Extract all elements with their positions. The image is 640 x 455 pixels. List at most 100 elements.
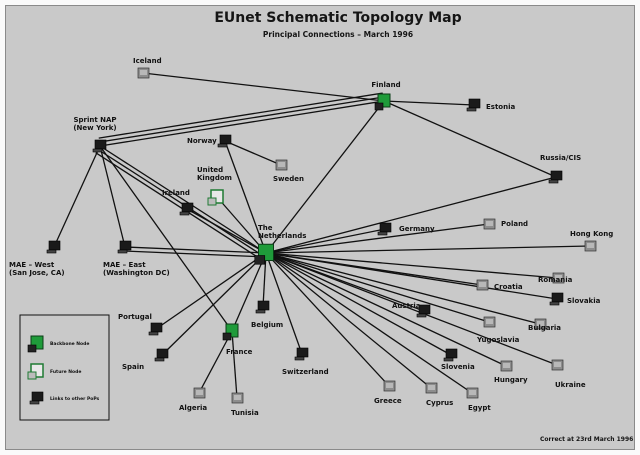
link-line	[99, 145, 267, 254]
node-tunisia[interactable]: Tunisia	[231, 392, 259, 417]
node-label: MAE – East(Washington DC)	[103, 261, 170, 277]
backbone-node-icon	[254, 243, 274, 265]
node-label: MAE – West(San Jose, CA)	[9, 261, 65, 277]
network-node-icon	[500, 360, 513, 372]
network-node-icon	[193, 387, 206, 399]
link-line	[265, 252, 390, 387]
node-hungary[interactable]: Hungary	[494, 360, 528, 384]
node-cyprus[interactable]: Cyprus	[425, 382, 453, 407]
node-slovakia[interactable]: Slovakia	[549, 292, 601, 306]
link-line	[265, 252, 432, 389]
link-line	[99, 145, 126, 248]
node-ireland[interactable]: Ireland	[162, 189, 194, 216]
node-sprint[interactable]: Sprint NAP(New York)	[73, 116, 117, 153]
node-bulgaria[interactable]: Bulgaria	[528, 318, 561, 332]
link-line	[224, 140, 282, 166]
node-label: Romania	[538, 276, 573, 284]
link-line	[142, 72, 385, 102]
node-finland[interactable]: Finland	[371, 81, 401, 111]
node-label-line: Cyprus	[426, 399, 453, 407]
node-label: Germany	[399, 225, 435, 233]
pop-node-icon	[179, 202, 194, 216]
node-label-line: Yugoslavia	[476, 336, 520, 344]
pop-node-icon	[416, 304, 431, 318]
legend-item: Links to other PoPs	[29, 391, 100, 405]
node-hongkong[interactable]: Hong Kong	[570, 230, 613, 252]
node-iceland[interactable]: Iceland	[133, 57, 162, 79]
node-estonia[interactable]: Estonia	[466, 98, 515, 112]
link-line	[265, 252, 452, 356]
link-line	[265, 252, 490, 323]
node-poland[interactable]: Poland	[483, 218, 528, 230]
node-label-line: Croatia	[494, 283, 523, 291]
link-line	[265, 223, 490, 254]
network-node-icon	[466, 387, 479, 399]
node-egypt[interactable]: Egypt	[466, 387, 491, 412]
node-label-line: Egypt	[468, 404, 491, 412]
node-yugoslavia[interactable]: Yugoslavia	[476, 316, 520, 344]
node-label: Iceland	[133, 57, 162, 65]
link-line	[231, 330, 238, 399]
node-label-line: MAE – West	[9, 261, 55, 269]
node-norway[interactable]: Norway	[187, 134, 232, 148]
link-line	[265, 252, 541, 325]
link-line	[95, 152, 263, 261]
node-maeeast[interactable]: MAE – East(Washington DC)	[103, 240, 170, 277]
link-line	[265, 100, 385, 254]
node-spain[interactable]: Spain	[122, 348, 169, 371]
link-line	[224, 140, 267, 254]
node-austria[interactable]: Austria	[392, 302, 431, 318]
pop-node-icon	[46, 240, 61, 254]
node-ukraine[interactable]: Ukraine	[551, 359, 586, 389]
node-algeria[interactable]: Algeria	[179, 387, 207, 412]
link-line	[99, 96, 384, 143]
node-russia[interactable]: Russia/CIS	[540, 154, 581, 184]
node-portugal[interactable]: Portugal	[118, 313, 163, 336]
node-label-line: Russia/CIS	[540, 154, 581, 162]
node-label: Austria	[392, 302, 421, 310]
pop-node-icon	[466, 98, 481, 112]
node-label-line: Romania	[538, 276, 573, 284]
node-label-line: United	[197, 166, 223, 174]
map-panel	[5, 5, 635, 450]
backbone-node-icon	[374, 93, 391, 111]
node-sweden[interactable]: Sweden	[273, 159, 304, 183]
black-node-icon	[29, 391, 44, 405]
pop-node-icon	[92, 139, 107, 153]
node-label-line: Kingdom	[197, 174, 232, 182]
link-line	[216, 196, 267, 254]
node-label: Ukraine	[555, 381, 586, 389]
network-node-icon	[383, 380, 396, 392]
node-romania[interactable]: Romania	[538, 272, 573, 284]
node-label-line: Norway	[187, 137, 217, 145]
node-switzerland[interactable]: Switzerland	[282, 347, 329, 376]
legend-label: Future Node	[50, 369, 81, 375]
link-line	[383, 100, 557, 178]
node-label-line: Austria	[392, 302, 421, 310]
node-label: Ireland	[162, 189, 190, 197]
node-label: Switzerland	[282, 368, 329, 376]
node-label: Slovakia	[567, 297, 601, 305]
node-slovenia[interactable]: Slovenia	[441, 348, 475, 371]
link-line	[198, 330, 233, 394]
node-france[interactable]: France	[222, 323, 253, 356]
link-line	[265, 245, 591, 254]
node-maewest[interactable]: MAE – West(San Jose, CA)	[9, 240, 65, 277]
node-germany[interactable]: Germany	[377, 222, 435, 236]
network-node-icon	[425, 382, 438, 394]
node-label-line: France	[226, 348, 253, 356]
node-label-line: Belgium	[251, 321, 283, 329]
link-line	[265, 252, 507, 367]
pop-node-icon	[548, 170, 563, 184]
pop-node-icon	[294, 347, 309, 361]
node-croatia[interactable]: Croatia	[476, 279, 523, 291]
node-belgium[interactable]: Belgium	[251, 300, 283, 329]
node-label-line: Ireland	[162, 189, 190, 197]
links-layer	[53, 72, 591, 399]
node-greece[interactable]: Greece	[374, 380, 402, 405]
